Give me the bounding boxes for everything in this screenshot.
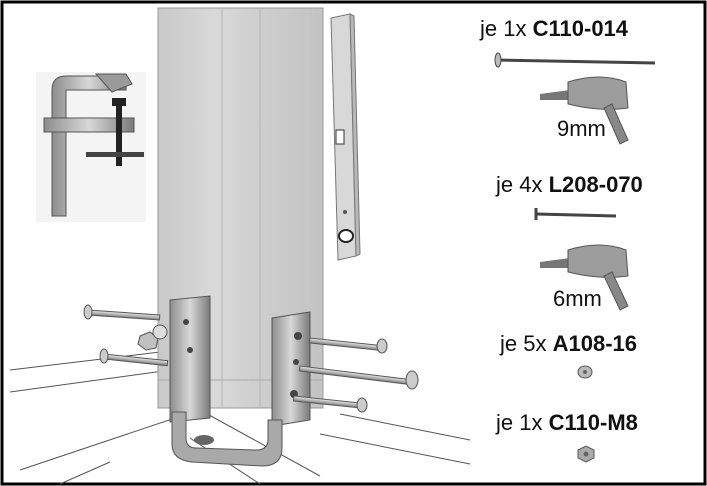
part-quantity: je 4x bbox=[496, 172, 543, 197]
drill-size-label: 6mm bbox=[553, 286, 602, 311]
part-label: je 4x L208-070 bbox=[496, 174, 643, 196]
drill-icon bbox=[540, 76, 629, 145]
long-bolt-part-icon bbox=[494, 52, 656, 68]
spirit-level-icon bbox=[330, 13, 361, 261]
part-quantity: je 5x bbox=[500, 331, 547, 356]
washer-icon bbox=[577, 365, 593, 379]
part-code: A108-16 bbox=[552, 331, 637, 356]
screw-icon bbox=[292, 337, 419, 413]
nail-part-icon bbox=[534, 208, 617, 220]
clamp-icon bbox=[36, 72, 146, 222]
post-base-bracket-icon bbox=[169, 295, 311, 467]
drill-icon bbox=[540, 244, 629, 311]
bolt-icon bbox=[83, 304, 169, 367]
part-code: C110-014 bbox=[532, 16, 629, 41]
part-code: C110-M8 bbox=[548, 410, 638, 435]
drill-size-label: 9mm bbox=[557, 116, 606, 141]
part-label: je 1x C110-M8 bbox=[496, 412, 638, 434]
part-quantity: je 1x bbox=[496, 410, 543, 435]
part-code: L208-070 bbox=[548, 172, 643, 197]
part-label: je 5x A108-16 bbox=[500, 333, 637, 355]
nut-icon bbox=[577, 445, 595, 463]
part-quantity: je 1x bbox=[480, 16, 527, 41]
part-label: je 1x C110-014 bbox=[480, 18, 628, 40]
